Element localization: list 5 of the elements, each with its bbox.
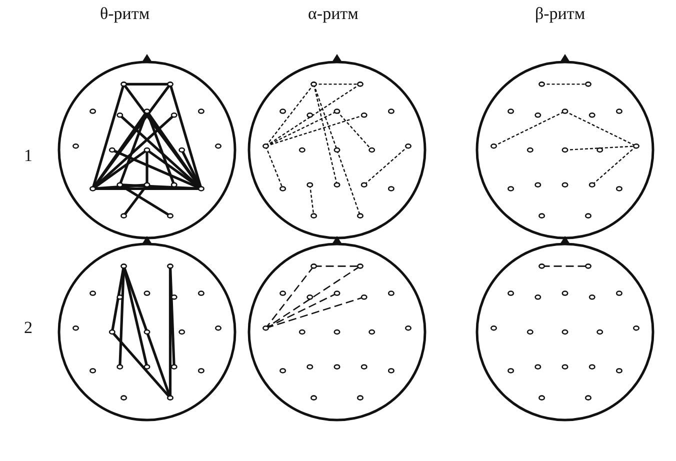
row-number: 1 — [24, 146, 32, 166]
column-heading: β-ритм — [535, 4, 586, 24]
column-heading: α-ритм — [308, 4, 358, 24]
row-number: 2 — [24, 318, 32, 338]
column-heading: θ-ритм — [100, 4, 150, 24]
